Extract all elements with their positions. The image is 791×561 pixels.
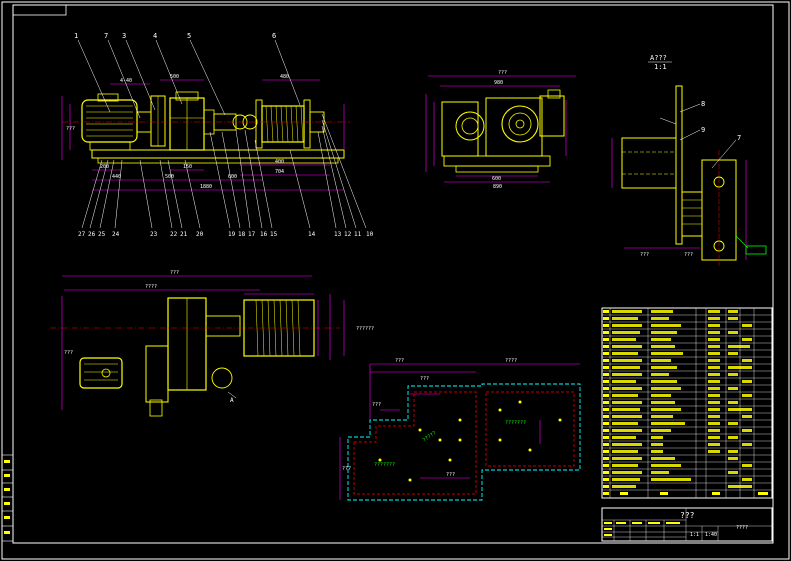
plan-view: ??? ???? ??? A ?????? [50,270,374,417]
drawing-border [12,4,774,544]
label-12: 12 [344,231,352,238]
parts-list [601,307,773,499]
label-13: 13 [334,231,342,238]
svg-text:890: 890 [493,184,502,190]
label-a: A [230,397,234,404]
label-3: 3 [122,32,126,40]
elevation-view: ??? 1880 440 500 600 200 150 480 4-40 50… [61,32,374,238]
label-15: 15 [270,231,278,238]
label-14: 14 [308,231,316,238]
label-19: 19 [228,231,236,238]
label-7b: 7 [737,134,741,142]
section-a-view: A??? 1:1 8 9 7 [611,54,767,266]
svg-text:???: ??? [170,270,179,276]
svg-text:???????: ??????? [374,462,395,468]
svg-text:200: 200 [100,164,109,170]
drawing-name: ??? [680,511,695,520]
label-16: 16 [260,231,268,238]
label-11: 11 [354,231,362,238]
svg-text:???: ??? [372,402,381,408]
svg-text:4-40: 4-40 [120,78,132,84]
svg-text:???: ??? [342,466,351,472]
svg-text:???????: ??????? [505,420,526,426]
svg-text:500: 500 [170,74,179,80]
label-21: 21 [180,231,188,238]
label-10: 10 [366,231,374,238]
svg-text:???: ??? [64,350,73,356]
left-margin-tags [1,454,14,542]
svg-text:150: 150 [183,164,192,170]
foundation-plan: ??? ???? ??? ??? ??? ??? ??????? ???????… [339,358,581,501]
label-23: 23 [150,231,158,238]
svg-text:?????: ????? [422,430,438,444]
plan-note: ?????? [356,326,374,332]
drawing-number: ???? [736,525,748,531]
svg-text:???: ??? [395,358,404,364]
svg-text:480: 480 [280,74,289,80]
label-25: 25 [98,231,106,238]
label-18: 18 [238,231,246,238]
svg-text:1880: 1880 [200,184,212,190]
section-scale: 1:1 [654,63,667,71]
svg-text:600: 600 [492,176,501,182]
svg-text:500: 500 [165,174,174,180]
label-26: 26 [88,231,96,238]
label-8: 8 [701,100,705,108]
label-17: 17 [248,231,256,238]
svg-text:440: 440 [112,174,121,180]
svg-text:????: ???? [145,284,157,290]
svg-text:???: ??? [640,252,649,258]
section-title: A??? [650,54,667,62]
scale-1: 1:1 [690,532,699,538]
motor [81,93,138,151]
svg-text:???: ??? [446,472,455,478]
gearbox [169,91,215,151]
label-7: 7 [104,32,108,40]
svg-text:400: 400 [275,159,284,165]
svg-text:????: ???? [505,358,517,364]
label-6: 6 [272,32,276,40]
svg-text:???: ??? [420,376,429,382]
svg-text:???: ??? [684,252,693,258]
label-5: 5 [187,32,191,40]
svg-text:980: 980 [494,80,503,86]
svg-text:???: ??? [66,126,75,132]
label-1: 1 [74,32,78,40]
svg-text:704: 704 [275,169,284,175]
winch-drum [255,99,325,149]
title-block: ??? ???? 1:1 1:40 [601,507,773,542]
svg-text:???: ??? [498,70,507,76]
corner-box [12,4,67,16]
scale-2: 1:40 [705,532,717,538]
label-27: 27 [78,231,86,238]
side-view: ??? 980 890 600 [425,70,576,190]
label-4: 4 [153,32,157,40]
label-22: 22 [170,231,178,238]
label-9: 9 [701,126,705,134]
label-20: 20 [196,231,204,238]
label-24: 24 [112,231,120,238]
svg-text:600: 600 [228,174,237,180]
